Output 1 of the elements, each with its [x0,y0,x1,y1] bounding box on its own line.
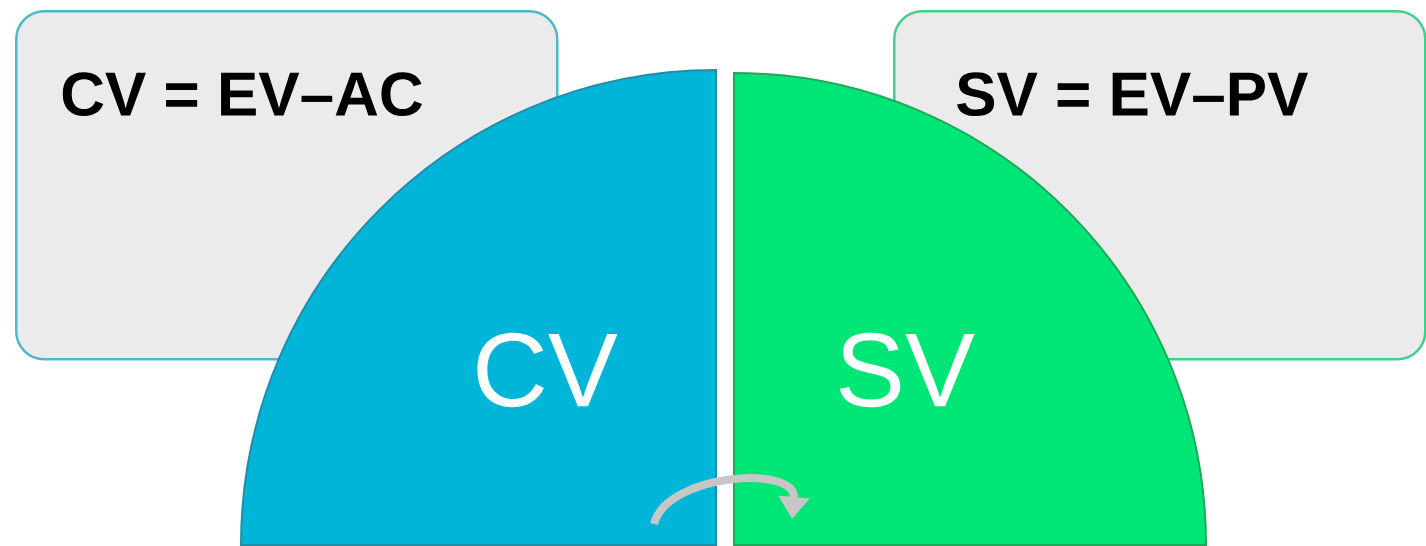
curved-arrow [650,474,810,526]
